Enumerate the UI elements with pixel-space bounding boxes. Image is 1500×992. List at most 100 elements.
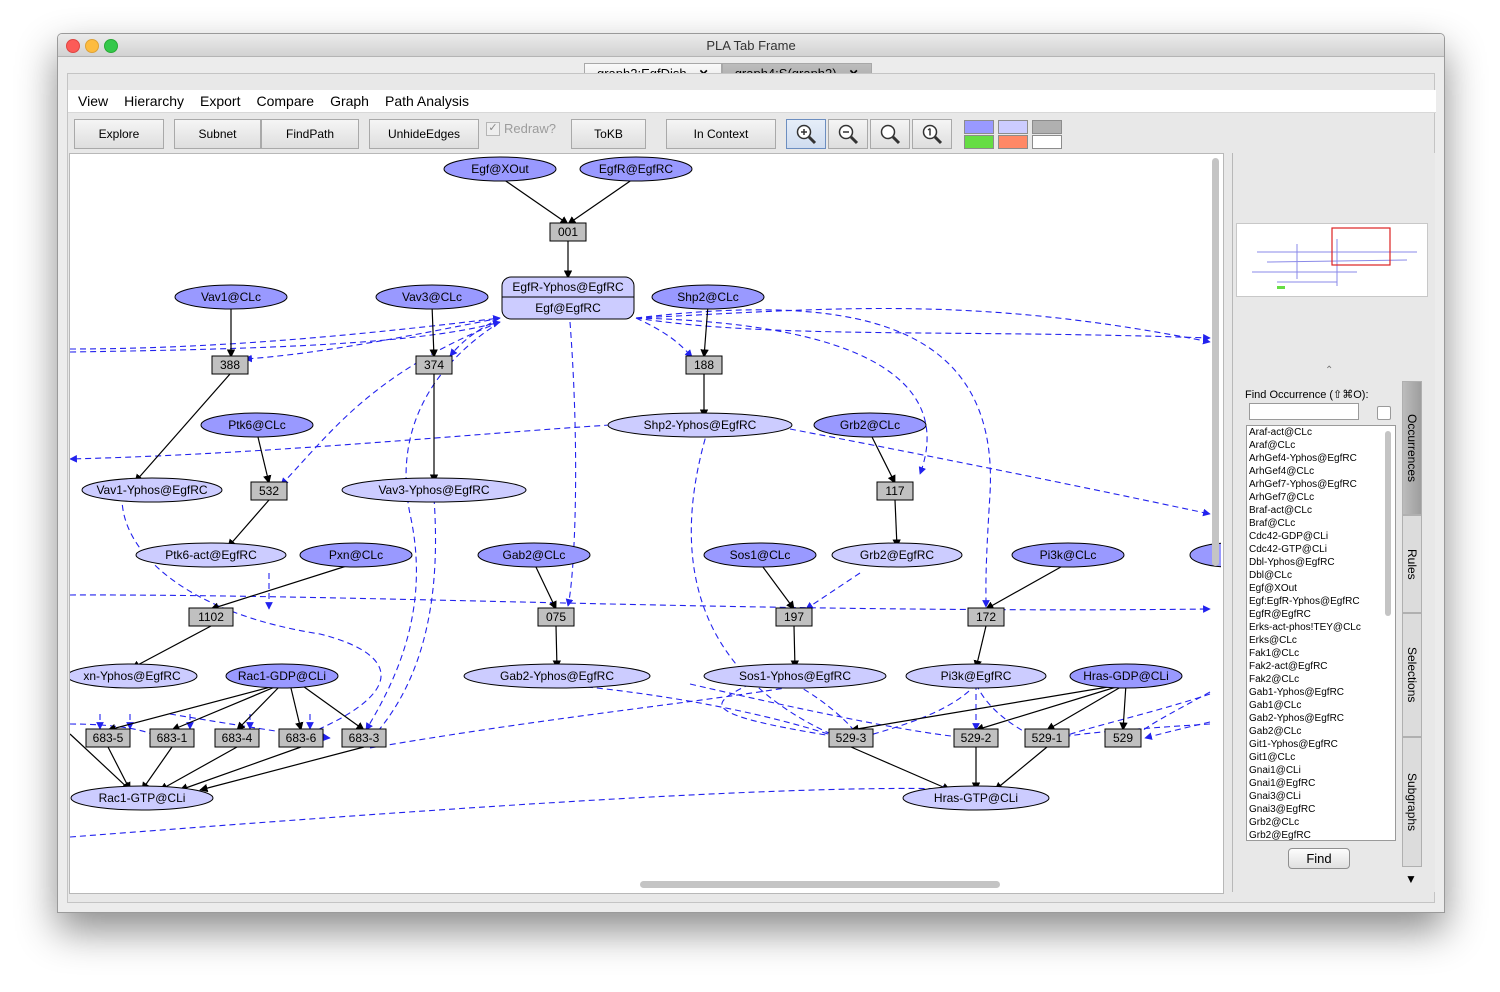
transition-node[interactable] [549,222,587,242]
state-node[interactable] [813,412,927,438]
occurrence-item[interactable]: Araf-act@CLc [1249,427,1312,438]
transition-node[interactable] [214,728,260,748]
occurrence-item[interactable]: Dbl-Yphos@EgfRC [1249,557,1335,568]
transition-node[interactable] [685,355,723,375]
derived-node[interactable] [135,542,287,568]
menu-hierarchy[interactable]: Hierarchy [124,93,184,109]
occurrence-item[interactable]: Braf@CLc [1249,518,1296,529]
color-swatch-source[interactable] [964,135,994,149]
zoom-actual-button[interactable] [912,119,952,149]
transition-node[interactable] [953,728,999,748]
occurrence-item[interactable]: Erks-act-phos!TEY@CLc [1249,622,1361,633]
occurrence-item[interactable]: Gab1-Yphos@EgfRC [1249,687,1345,698]
occurrence-item[interactable]: ArhGef4-Yphos@EgfRC [1249,453,1357,464]
transition-node[interactable] [537,607,575,627]
transition-node[interactable] [278,728,324,748]
state-node[interactable] [579,156,693,182]
horizontal-scrollbar[interactable] [640,881,1000,888]
find-occurrence-input[interactable] [1249,403,1359,420]
subnet-button[interactable]: Subnet [174,119,261,149]
derived-node[interactable] [70,785,214,811]
occurrence-item[interactable]: ArhGef7-Yphos@EgfRC [1249,479,1357,490]
transition-node[interactable] [341,728,387,748]
derived-node[interactable] [81,477,223,503]
redraw-check-box[interactable]: ✓ [486,121,500,136]
tab-selections[interactable]: Selections [1402,613,1422,737]
occurrence-item[interactable]: ArhGef4@CLc [1249,466,1315,477]
menu-export[interactable]: Export [200,93,241,109]
occurrence-item[interactable]: Fak2-act@EgfRC [1249,661,1328,672]
occurrence-item[interactable]: Grb2@EgfRC [1249,830,1311,841]
collapse-overview-icon[interactable]: ⌃ [1325,365,1334,376]
state-node[interactable] [703,542,817,568]
state-node[interactable] [651,284,765,310]
transition-node[interactable] [828,728,874,748]
zoom-window-button[interactable] [104,39,118,53]
derived-node[interactable] [905,663,1047,689]
state-node[interactable] [225,663,339,689]
scroll-down-icon[interactable]: ▼ [1405,872,1417,886]
find-option-checkbox[interactable] [1377,406,1391,420]
occurrence-item[interactable]: Gab2@CLc [1249,726,1302,737]
occurrence-item[interactable]: Gnai1@EgfRC [1249,778,1316,789]
zoom-in-button[interactable] [786,119,826,149]
occurrence-item[interactable]: Fak2@CLc [1249,674,1300,685]
explore-button[interactable]: Explore [74,119,164,149]
tab-subgraphs[interactable]: Subgraphs [1402,737,1422,867]
occurrence-item[interactable]: Araf@CLc [1249,440,1296,451]
state-node[interactable] [299,542,413,568]
transition-node[interactable] [149,728,195,748]
occurrence-item[interactable]: Egf:EgfR-Yphos@EgfRC [1249,596,1360,607]
derived-node[interactable] [463,663,651,689]
derived-node[interactable] [607,412,793,438]
occurrence-item[interactable]: Cdc42-GDP@CLi [1249,531,1329,542]
occurrence-item[interactable]: Gnai3@EgfRC [1249,804,1316,815]
color-swatch-state[interactable] [964,120,994,134]
menu-path-analysis[interactable]: Path Analysis [384,93,470,109]
graph-overview-minimap[interactable] [1236,223,1428,297]
menu-graph[interactable]: Graph [330,93,369,109]
occurrence-item[interactable]: Fak1@CLc [1249,648,1300,659]
derived-node[interactable] [902,785,1050,811]
state-node[interactable] [174,284,288,310]
derived-node[interactable] [703,663,887,689]
findpath-button[interactable]: FindPath [261,119,359,149]
occurrence-item[interactable]: EgfR@EgfRC [1249,609,1311,620]
occurrence-item[interactable]: Braf-act@CLc [1249,505,1312,516]
occurrence-item[interactable]: ArhGef7@CLc [1249,492,1315,503]
derived-node[interactable] [341,477,527,503]
tokb-button[interactable]: ToKB [571,119,646,149]
vertical-scrollbar[interactable] [1212,158,1219,566]
derived-node[interactable] [831,542,963,568]
color-swatch-background[interactable] [1032,135,1062,149]
occurrence-list-scrollbar[interactable] [1385,431,1391,616]
occurrence-item[interactable]: Egf@XOut [1249,583,1297,594]
occurrence-item[interactable]: Erks@CLc [1249,635,1297,646]
state-node[interactable] [200,412,314,438]
state-node[interactable] [1011,542,1125,568]
menu-compare[interactable]: Compare [256,93,315,109]
transition-node[interactable] [188,607,234,627]
zoom-fit-button[interactable] [870,119,910,149]
derived-node[interactable] [70,663,198,689]
color-swatch-target[interactable] [998,135,1028,149]
color-swatch-transition[interactable] [1032,120,1062,134]
occurrence-item[interactable]: Gab2-Yphos@EgfRC [1249,713,1345,724]
occurrence-item[interactable]: Gab1@CLc [1249,700,1302,711]
unhide-edges-button[interactable]: UnhideEdges [369,119,479,149]
transition-node[interactable] [775,607,813,627]
occurrence-item[interactable]: Grb2@CLc [1249,817,1300,828]
state-node[interactable] [477,542,591,568]
tab-occurrences[interactable]: Occurrences [1402,381,1422,515]
transition-node[interactable] [415,355,453,375]
title-bar[interactable]: PLA Tab Frame [58,34,1444,57]
state-node[interactable] [1069,663,1183,689]
transition-node[interactable] [1024,728,1070,748]
transition-node[interactable] [1104,728,1142,748]
complex-node[interactable] [501,276,635,320]
occurrence-item[interactable]: Gnai1@CLi [1249,765,1301,776]
state-node[interactable] [375,284,489,310]
